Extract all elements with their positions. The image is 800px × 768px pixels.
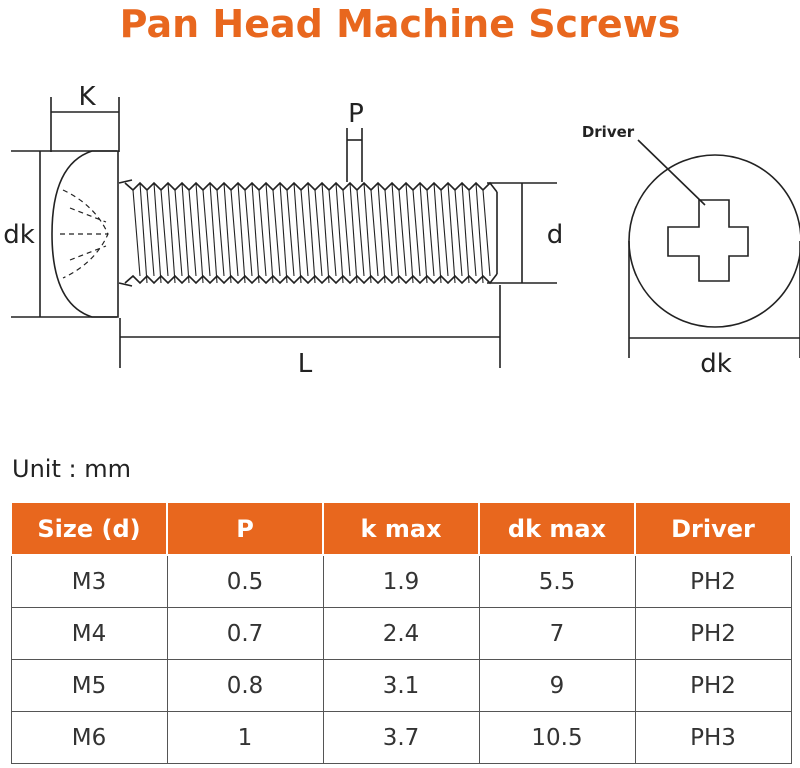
screw-head [51,150,119,318]
table-row: M3 0.5 1.9 5.5 PH2 [10,554,792,608]
driver-label: Driver [582,123,635,141]
cell-p: 0.5 [166,554,324,608]
cell-size: M4 [10,607,168,660]
table-row: M4 0.7 2.4 7 PH2 [10,607,792,660]
page-title: Pan Head Machine Screws [119,2,681,46]
spec-table: Size (d) P k max dk max Driver M3 0.5 1.… [10,501,792,764]
table-header-row: Size (d) P k max dk max Driver [10,501,792,556]
cell-dk-max: 7 [478,607,636,660]
cell-driver: PH2 [634,659,792,712]
thread-top [124,181,498,193]
thread-bottom [124,273,498,285]
unit-label: Unit : mm [12,455,131,483]
head-top-view [628,154,800,328]
cell-driver: PH2 [634,607,792,660]
cell-dk-max: 10.5 [478,711,636,764]
d-label: d [547,220,564,250]
dk-top-label: dk [700,349,732,379]
cell-k-max: 3.1 [322,659,480,712]
k-label: K [78,82,96,112]
cell-size: M3 [10,554,168,608]
header-size: Size (d) [10,501,168,556]
cell-k-max: 2.4 [322,607,480,660]
header-dk-max: dk max [478,501,636,556]
header-k-max: k max [322,501,480,556]
cell-k-max: 1.9 [322,554,480,608]
cell-p: 1 [166,711,324,764]
header-driver: Driver [634,501,792,556]
dk-side-label: dk [3,220,35,250]
table-row: M5 0.8 3.1 9 PH2 [10,659,792,712]
cell-size: M6 [10,711,168,764]
cell-dk-max: 5.5 [478,554,636,608]
header-p: P [166,501,324,556]
driver-leader-line [637,139,706,206]
screw-diagram: K P dk d L Driver dk [3,82,800,379]
cell-k-max: 3.7 [322,711,480,764]
phillips-recess [667,199,749,282]
thread-flanks [132,182,491,284]
table-row: M6 1 3.7 10.5 PH3 [10,711,792,764]
p-label: P [348,99,364,129]
cell-p: 0.7 [166,607,324,660]
cell-dk-max: 9 [478,659,636,712]
cell-driver: PH2 [634,554,792,608]
cell-driver: PH3 [634,711,792,764]
l-label: L [298,349,313,379]
cell-size: M5 [10,659,168,712]
cell-p: 0.8 [166,659,324,712]
